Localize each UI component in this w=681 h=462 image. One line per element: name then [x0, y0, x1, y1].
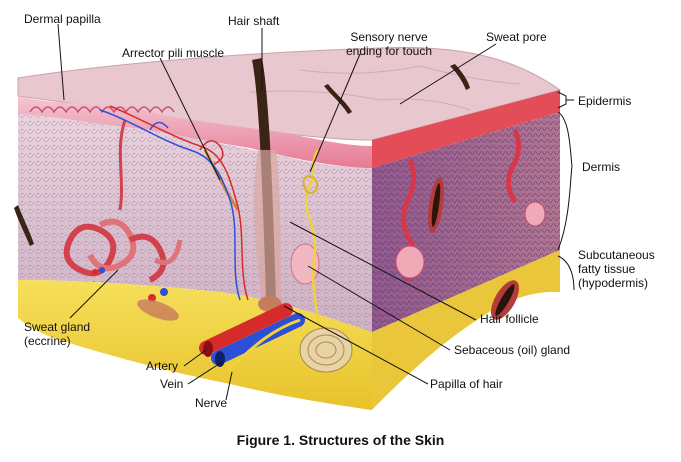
label-papilla-of-hair: Papilla of hair [430, 377, 503, 391]
label-sweat-pore: Sweat pore [486, 30, 547, 44]
label-hair-shaft: Hair shaft [228, 14, 280, 28]
label-hair-follicle: Hair follicle [480, 312, 539, 326]
label-sweat-gland: Sweat gland (eccrine) [24, 320, 91, 348]
label-subcutaneous: Subcutaneous fatty tissue (hypodermis) [578, 248, 655, 290]
label-arrector-pili-muscle: Arrector pili muscle [122, 46, 225, 60]
pacinian-corpuscle [299, 327, 353, 373]
label-nerve: Nerve [195, 396, 228, 410]
figure-caption: Figure 1. Structures of the Skin [236, 432, 445, 448]
sensory-nerve-ending [304, 149, 326, 361]
leader-lines [57, 23, 575, 401]
label-sensory-nerve-ending: Sensory nerve ending for touch [345, 30, 433, 58]
right-face [372, 90, 560, 168]
label-epidermis: Epidermis [578, 94, 632, 108]
label-dermis: Dermis [582, 160, 620, 174]
epidermis-layer [18, 96, 372, 168]
label-artery: Artery [146, 359, 179, 373]
label-vein: Vein [160, 377, 184, 391]
label-dermal-papilla: Dermal papilla [24, 12, 101, 26]
label-sebaceous-gland: Sebaceous (oil) gland [454, 343, 571, 357]
artery-vein-bundle [199, 303, 305, 372]
